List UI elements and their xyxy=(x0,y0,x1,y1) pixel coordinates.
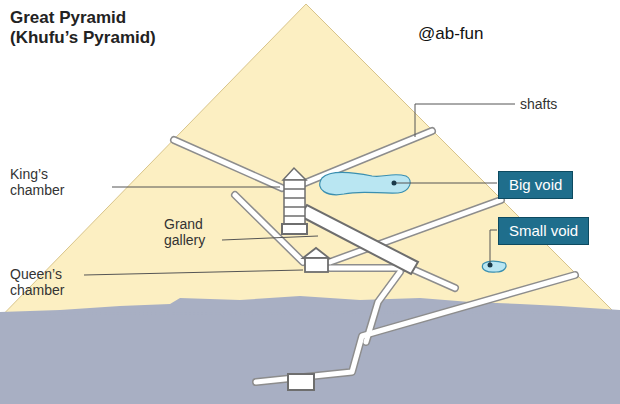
kings-chamber xyxy=(282,168,307,234)
leader-lines xyxy=(84,104,515,275)
passages xyxy=(174,131,575,382)
void-marker xyxy=(392,181,397,186)
diagram-title: Great Pyramid (Khufu’s Pyramid) xyxy=(10,8,185,48)
void-callout-box: Big void xyxy=(498,171,573,199)
callout-text: Big void xyxy=(509,176,562,194)
ground-line xyxy=(0,312,620,314)
void-marker xyxy=(488,263,493,268)
part-label: Grand gallery xyxy=(164,216,226,248)
small-void xyxy=(482,261,506,272)
queens-chamber xyxy=(303,248,329,272)
bedrock xyxy=(0,296,620,404)
watermark: @ab-fun xyxy=(418,26,483,42)
big-void xyxy=(320,173,410,195)
grand-gallery xyxy=(300,205,418,274)
part-label: King’s chamber xyxy=(10,166,80,198)
part-label: shafts xyxy=(520,96,557,112)
pyramid-body xyxy=(0,4,620,330)
void-callout-box: Small void xyxy=(498,217,589,245)
subterranean-chamber xyxy=(288,374,314,390)
callout-text: Small void xyxy=(509,222,578,240)
part-label: Queen’s chamber xyxy=(10,266,82,298)
